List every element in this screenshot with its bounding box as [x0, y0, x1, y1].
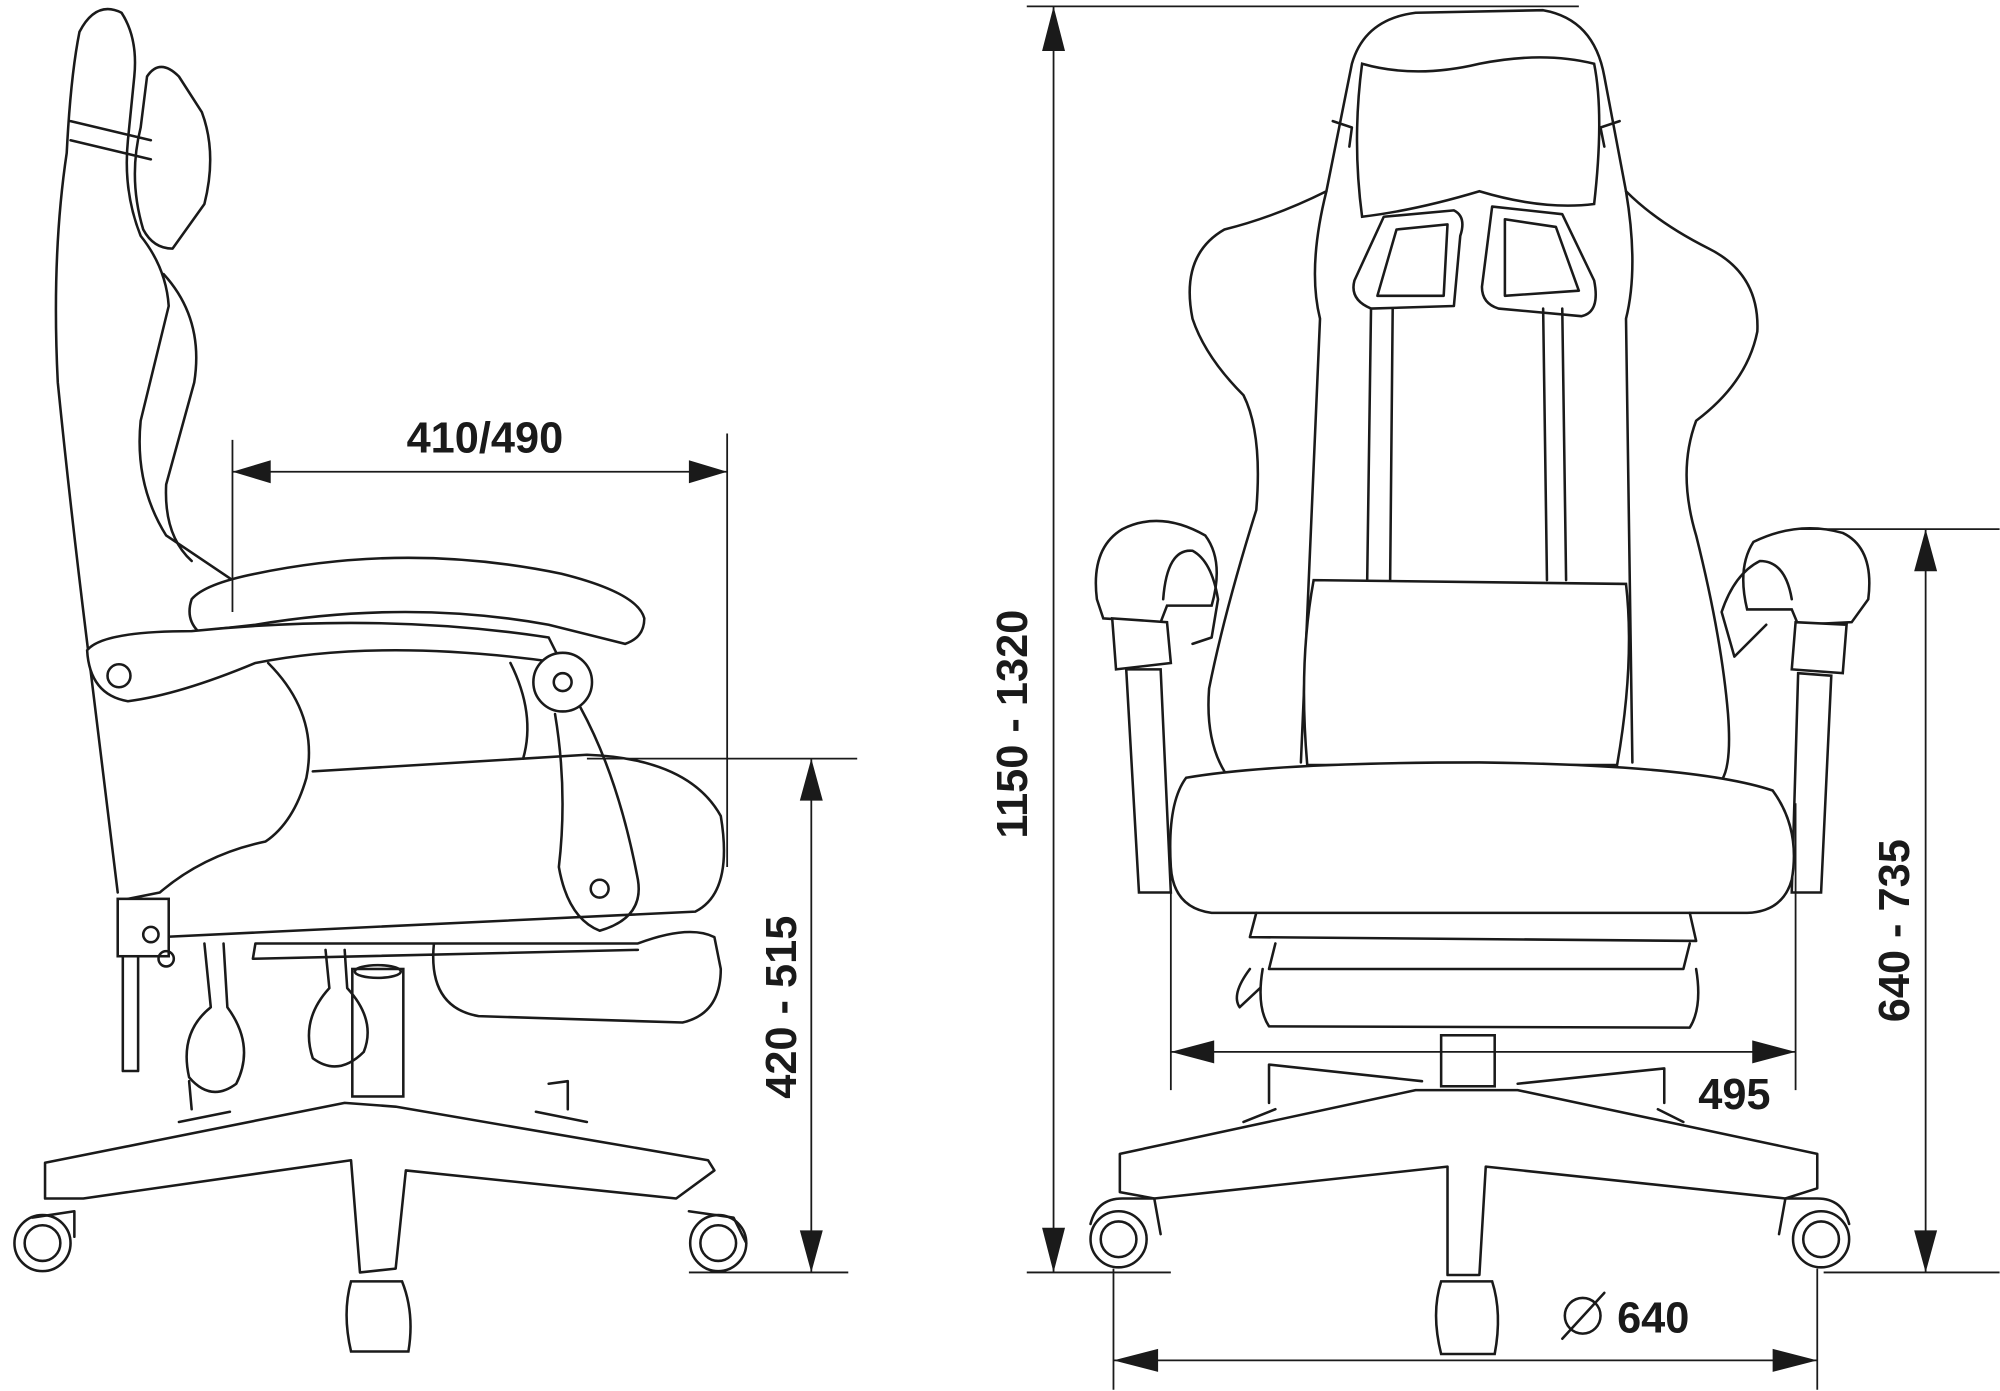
front-headrest [1355, 56, 1601, 219]
total-height-label: 1150 - 1320 [989, 610, 1037, 839]
front-seat-cushion [1168, 761, 1796, 915]
side-base [43, 1101, 716, 1274]
side-footrest [251, 930, 723, 1024]
dimension-seat-depth: 410/490 [231, 415, 729, 867]
dimension-seat-width: 495 [1169, 803, 1797, 1119]
front-backrest [1188, 8, 1759, 782]
side-view-chair [13, 7, 748, 1353]
seat-width-label: 495 [1698, 1071, 1770, 1119]
dimension-total-height: 1150 - 1320 [989, 5, 1579, 1274]
seat-height-label: 420 - 515 [758, 916, 806, 1099]
side-headrest [133, 65, 212, 250]
dimension-armrest-height: 640 - 735 [1798, 528, 2000, 1274]
front-lumbar-pillow [1302, 578, 1631, 767]
dimension-seat-height: 420 - 515 [586, 757, 858, 1274]
side-backrest [54, 7, 234, 894]
front-footrest [1248, 911, 1700, 1029]
front-view-chair [1089, 8, 1871, 1356]
diameter-icon [1560, 1291, 1606, 1341]
dimension-base-diameter: 640 [1112, 1268, 1819, 1390]
side-casters [13, 1209, 748, 1353]
side-armrest [188, 556, 646, 646]
seat-depth-label: 410/490 [407, 415, 564, 463]
front-casters [1089, 1197, 1851, 1356]
side-seat-cushion [126, 661, 726, 939]
front-armrests [1094, 519, 1871, 894]
base-diameter-label: 640 [1617, 1294, 1689, 1342]
armrest-height-label: 640 - 735 [1871, 839, 1919, 1022]
